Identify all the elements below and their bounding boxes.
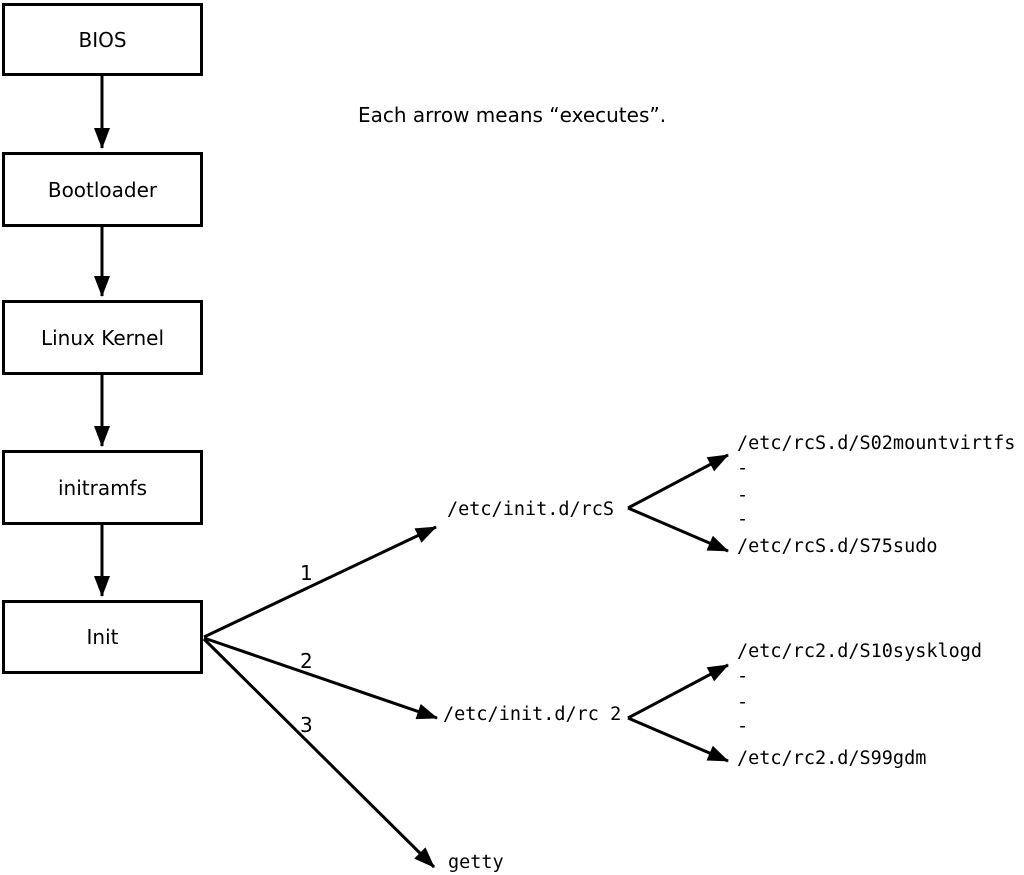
box-init-label: Init: [86, 625, 119, 649]
rcS-ellipsis-dash: -: [737, 485, 749, 506]
label-rc2-s99gdm: /etc/rc2.d/S99gdm: [737, 748, 927, 769]
label-rc2-s10sysklogd: /etc/rc2.d/S10sysklogd: [737, 641, 983, 662]
arrow-rc2-to-s99gdm: [627, 716, 729, 763]
branch-number-1: 1: [300, 561, 313, 585]
box-initramfs-label: initramfs: [57, 475, 148, 500]
arrow-init-to-getty: [202, 637, 436, 869]
label-getty: getty: [448, 852, 504, 873]
box-init: Init: [2, 600, 203, 674]
label-init-d-rcS: /etc/init.d/rcS: [447, 499, 615, 520]
arrow-rcS-to-s75sudo: [627, 506, 729, 553]
box-linux-kernel: Linux Kernel: [2, 300, 203, 375]
rc2-ellipsis-dash: -: [737, 666, 749, 687]
box-bootloader-label: Bootloader: [47, 177, 158, 202]
branch-number-3: 3: [300, 713, 313, 737]
box-bios: BIOS: [2, 3, 203, 76]
box-linux-kernel-label: Linux Kernel: [40, 325, 165, 350]
box-bootloader: Bootloader: [2, 152, 203, 227]
legend-note: Each arrow means “executes”.: [358, 103, 667, 127]
branch-number-2: 2: [300, 649, 313, 673]
arrow-rcS-to-s02mountvirtfs: [627, 453, 729, 510]
arrow-init-to-rc2: [203, 636, 438, 720]
label-rcS-s75sudo: /etc/rcS.d/S75sudo: [737, 536, 938, 557]
rcS-ellipsis-dash: -: [737, 458, 749, 479]
arrow-init-to-rcS: [203, 525, 437, 639]
label-init-d-rc2: /etc/init.d/rc 2: [443, 704, 622, 725]
box-initramfs: initramfs: [2, 450, 203, 525]
rc2-ellipsis-dash: -: [737, 716, 749, 737]
box-bios-label: BIOS: [78, 27, 127, 52]
arrow-rc2-to-s10sysklogd: [627, 663, 729, 720]
rc2-ellipsis-dash: -: [737, 692, 749, 713]
rcS-ellipsis-dash: -: [737, 509, 749, 530]
label-rcS-s02mountvirtfs: /etc/rcS.d/S02mountvirtfs: [737, 433, 1016, 454]
